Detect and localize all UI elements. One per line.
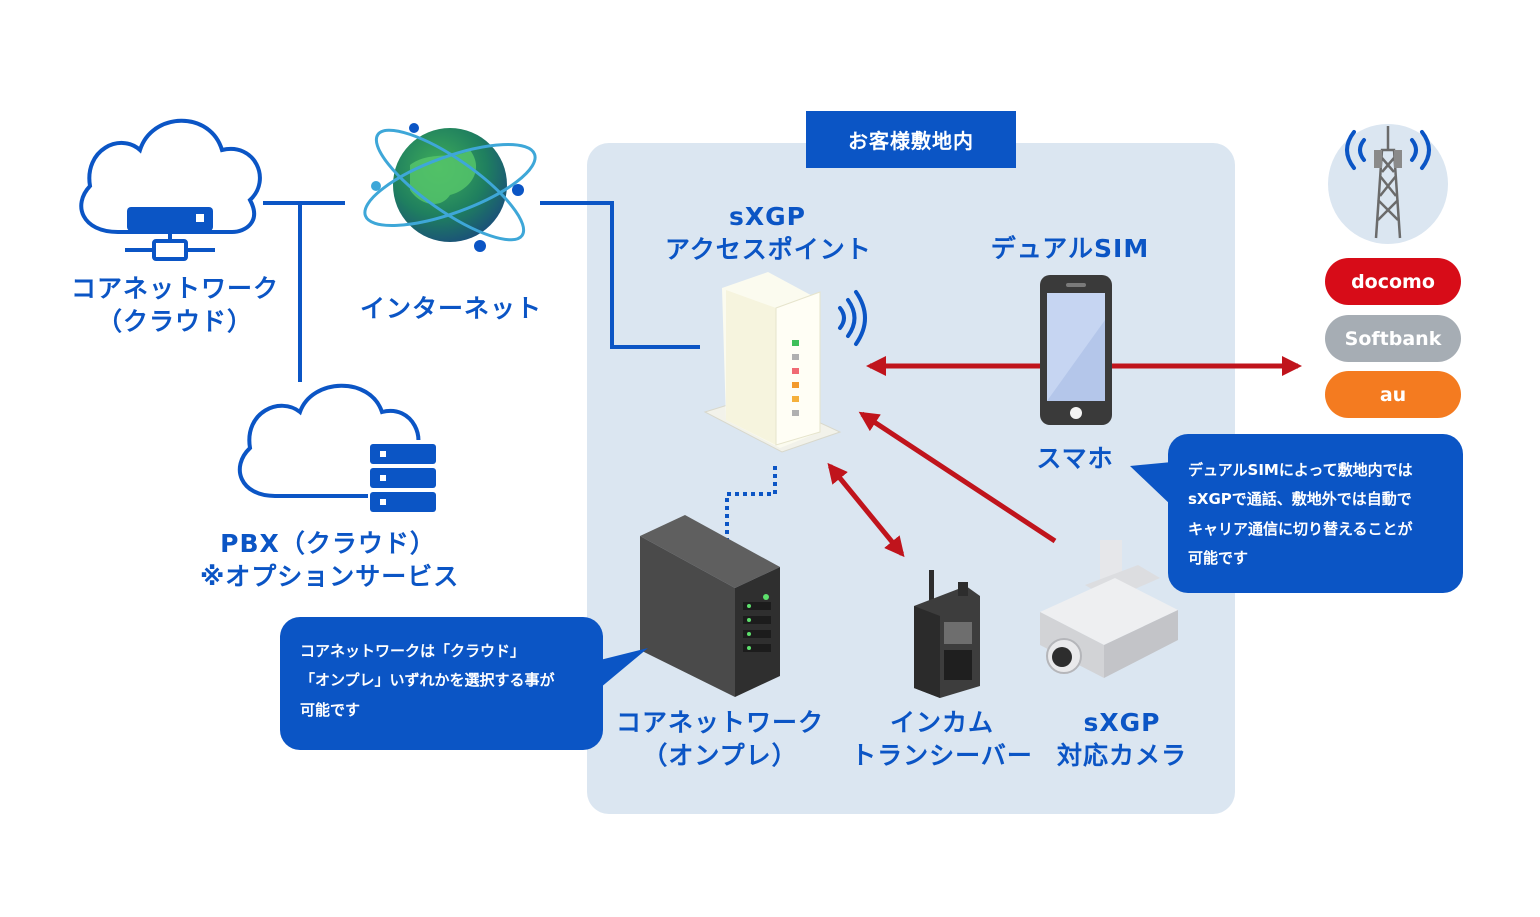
lan-dotted-line: [725, 466, 777, 540]
dual-sim-note: デュアルSIMによって敷地内では sXGPで通話、敷地外では自動で キャリア通信…: [1168, 434, 1463, 593]
server-tower-icon: [640, 515, 780, 697]
network-lines: [263, 201, 700, 382]
label-core-onprem: コアネットワーク （オンプレ）: [615, 708, 824, 770]
premise-title: お客様敷地内: [806, 111, 1016, 168]
label-smartphone: スマホ: [1036, 444, 1114, 473]
label-core-cloud: コアネットワーク （クラウド）: [70, 274, 279, 336]
cloud-core-icon: [79, 118, 262, 261]
label-intercom: インカム トランシーバー: [851, 708, 1033, 770]
cloud-pbx-icon: [237, 383, 436, 516]
wireless-arrows: [827, 356, 1302, 558]
label-dual-sim: デュアルSIM: [990, 234, 1150, 263]
label-access-point: sXGP アクセスポイント: [665, 202, 872, 264]
carrier-docomo: docomo: [1325, 258, 1461, 305]
smartphone-icon: [1040, 275, 1112, 425]
core-note: コアネットワークは「クラウド」 「オンプレ」いずれかを選択する事が 可能です: [280, 617, 603, 750]
core-note-tail: [600, 648, 648, 688]
transceiver-icon: [914, 570, 980, 698]
access-point-icon: [703, 272, 867, 453]
dual-sim-note-tail: [1130, 462, 1172, 506]
label-internet: インターネット: [359, 294, 542, 323]
carrier-au: au: [1325, 371, 1461, 418]
carrier-softbank: Softbank: [1325, 315, 1461, 362]
camera-icon: [1040, 540, 1178, 678]
premise-area: [587, 143, 1235, 814]
globe-icon: [363, 123, 537, 252]
label-pbx: PBX（クラウド） ※オプションサービス: [200, 529, 460, 591]
cell-tower-icon: [1328, 124, 1448, 244]
label-camera: sXGP 対応カメラ: [1056, 708, 1187, 770]
